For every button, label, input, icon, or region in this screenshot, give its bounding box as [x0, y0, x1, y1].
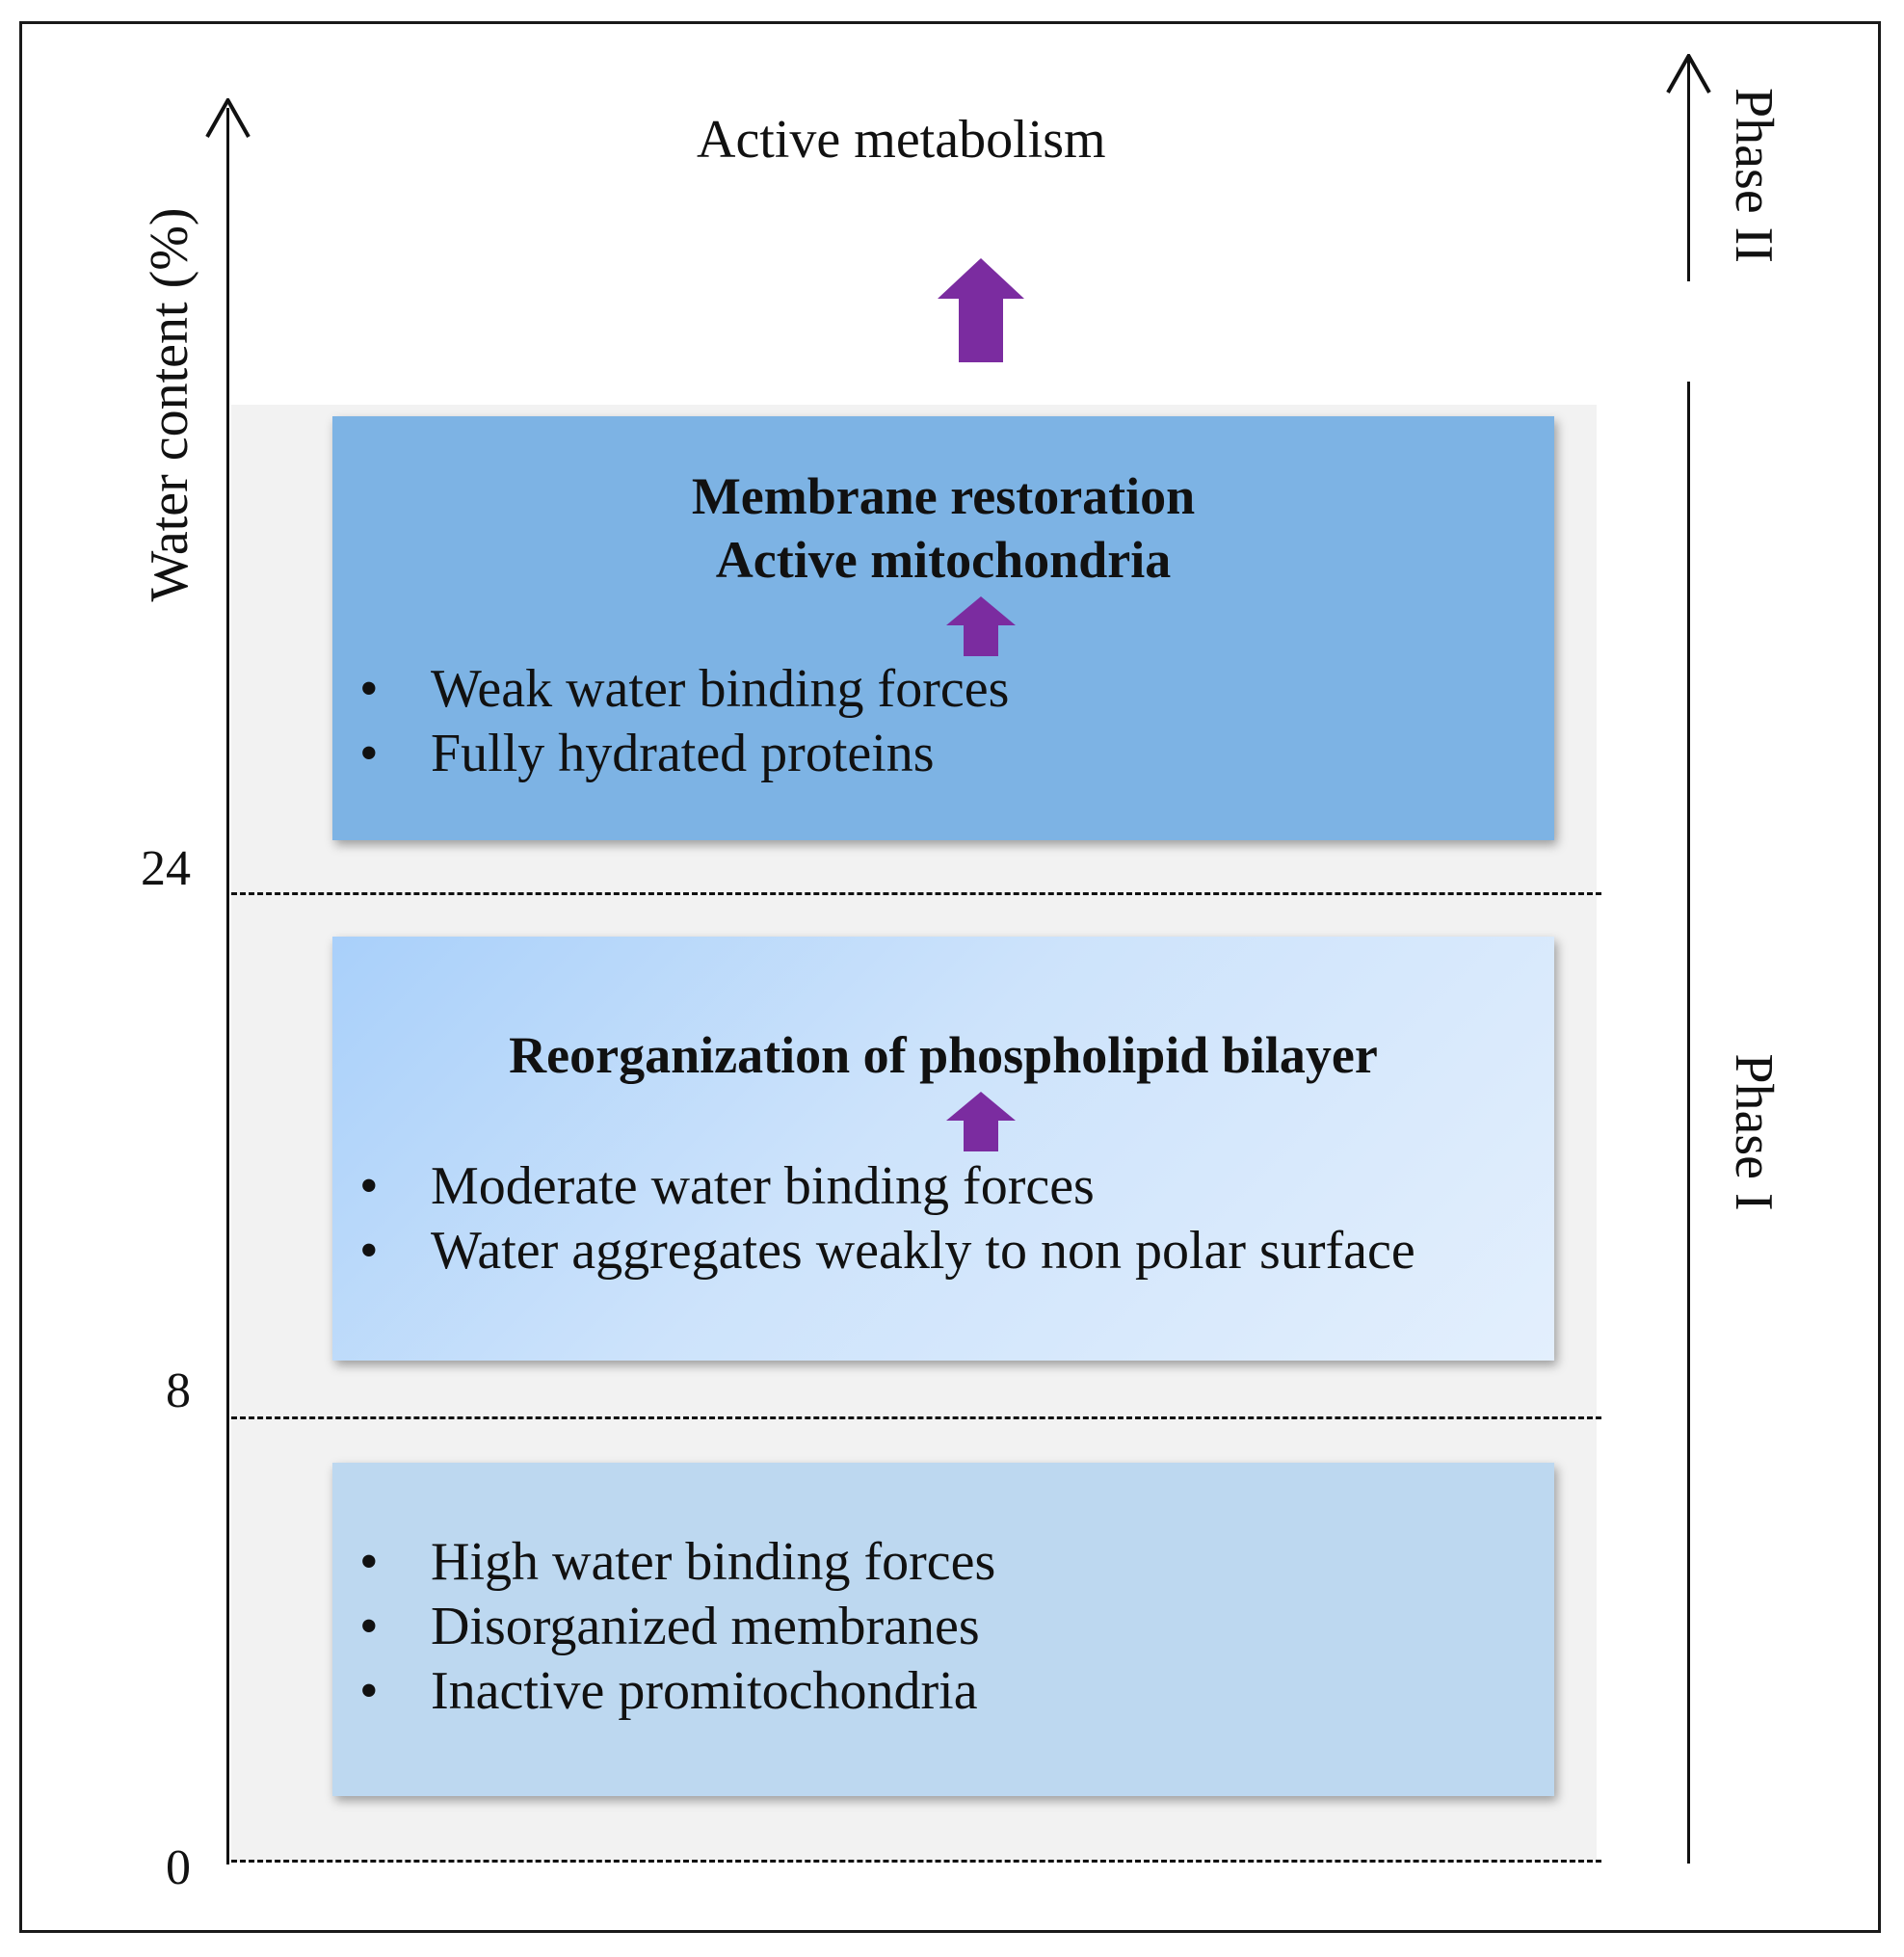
threshold-line-0 — [231, 1860, 1601, 1863]
bullet-icon: • — [359, 1661, 379, 1721]
up-arrow-icon — [946, 1092, 1016, 1151]
up-arrow-icon — [938, 258, 1024, 362]
y-axis-line — [226, 108, 229, 1864]
box-title-line: Reorganization of phospholipid bilayer — [509, 1026, 1378, 1084]
y-axis-label: Water content (%) — [140, 207, 199, 602]
box-title-line: Active mitochondria — [715, 531, 1172, 589]
list-item: • Moderate water binding forces — [332, 1154, 1415, 1219]
phase-ii-label: Phase II — [1724, 88, 1784, 263]
active-metabolism-label: Active metabolism — [697, 110, 1106, 170]
threshold-line-24 — [231, 892, 1601, 895]
tick-label-24: 24 — [141, 841, 191, 896]
bullet-text: Weak water binding forces — [431, 659, 1010, 719]
bullet-text: Water aggregates weakly to non polar sur… — [431, 1221, 1415, 1281]
bullet-list: • Moderate water binding forces • Water ag… — [332, 1154, 1415, 1283]
phase-i-label: Phase I — [1724, 1053, 1784, 1211]
list-item: • High water binding forces — [332, 1530, 995, 1595]
list-item: • Disorganized membranes — [332, 1595, 995, 1659]
bullet-text: Moderate water binding forces — [431, 1156, 1095, 1216]
bullet-text: Fully hydrated proteins — [431, 724, 935, 783]
phase-ii-line — [1687, 58, 1690, 281]
phase-arrowhead-icon — [1666, 54, 1711, 93]
threshold-line-8 — [231, 1416, 1601, 1419]
figure-frame — [19, 21, 1881, 1933]
list-item: • Inactive promitochondria — [332, 1659, 995, 1724]
bullet-icon: • — [359, 1532, 379, 1592]
bullet-icon: • — [359, 724, 379, 783]
bullet-text: Inactive promitochondria — [431, 1661, 978, 1721]
box-title-line: Membrane restoration — [691, 467, 1196, 525]
bullet-icon: • — [359, 1221, 379, 1281]
bullet-list: • Weak water binding forces • Fully hydrat… — [332, 657, 1009, 786]
phase-i-line — [1687, 382, 1690, 1864]
bullet-icon: • — [359, 1597, 379, 1656]
list-item: • Water aggregates weakly to non polar su… — [332, 1219, 1415, 1283]
bullet-text: High water binding forces — [431, 1532, 996, 1592]
y-axis-arrowhead-icon — [205, 98, 251, 138]
bullet-text: Disorganized membranes — [431, 1597, 980, 1656]
stage-box-mid-water: Reorganization of phospholipid bilayer •… — [332, 937, 1554, 1361]
tick-label-8: 8 — [166, 1363, 191, 1418]
list-item: • Fully hydrated proteins — [332, 722, 1009, 786]
bullet-icon: • — [359, 1156, 379, 1216]
bullet-icon: • — [359, 659, 379, 719]
up-arrow-icon — [946, 596, 1016, 656]
tick-label-0: 0 — [166, 1840, 191, 1895]
stage-box-low-water: • High water binding forces • Disorganized… — [332, 1463, 1554, 1796]
bullet-list: • High water binding forces • Disorganized… — [332, 1530, 995, 1724]
stage-box-high-water: Membrane restoration Active mitochondria… — [332, 416, 1554, 840]
list-item: • Weak water binding forces — [332, 657, 1009, 722]
